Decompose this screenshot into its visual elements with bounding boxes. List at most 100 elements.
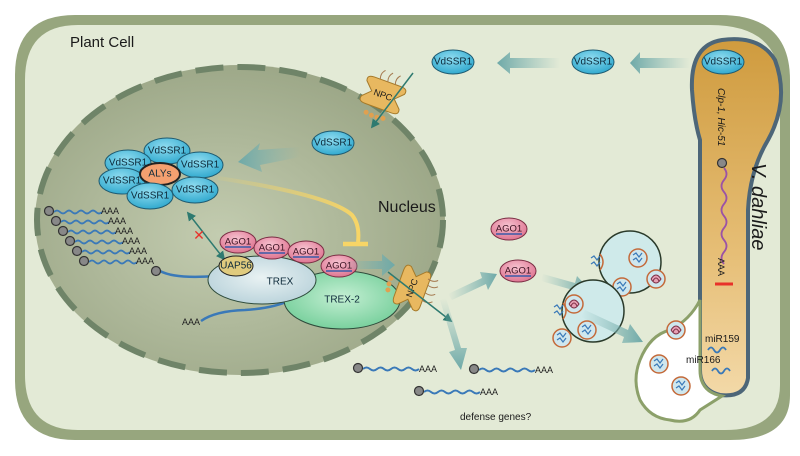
- exosome: [649, 354, 669, 374]
- mrna-cap: [78, 255, 90, 267]
- blocked-interaction-arrow: [186, 211, 226, 261]
- fungal-hypha: [634, 37, 784, 423]
- svg-text:VdSSR1: VdSSR1: [574, 57, 613, 68]
- nuclear-envelope: [34, 64, 446, 376]
- fungal-mrna-polya: AAA: [716, 258, 726, 276]
- polya-label: AAA: [115, 226, 133, 236]
- nuclear-mrna: AAA: [64, 235, 140, 247]
- mrna-cap: [64, 235, 76, 247]
- aly-protein: ALYs: [139, 162, 181, 186]
- svg-text:VdSSR1: VdSSR1: [704, 57, 743, 68]
- fungal-inhibition: [715, 282, 733, 326]
- mrna-cap: [413, 385, 425, 397]
- multivesicular-body: [590, 230, 666, 297]
- svg-text:VdSSR1: VdSSR1: [181, 160, 220, 171]
- ago1-cytoplasmic: AGO1: [499, 259, 537, 283]
- svg-text:AGO1: AGO1: [293, 247, 319, 258]
- mrna-cap: [50, 215, 62, 227]
- aly-inhibits-export: [217, 176, 368, 247]
- svg-text:VdSSR1: VdSSR1: [131, 191, 170, 202]
- defense-genes-label: defense genes?: [460, 412, 532, 423]
- mrna-strand: [67, 229, 117, 235]
- mrna-cap: [71, 245, 83, 257]
- fungal-gene-label: Clp-1, Hic-51: [715, 88, 726, 146]
- pocket-exosomes: [649, 320, 691, 396]
- mrna-strand: [60, 219, 110, 225]
- mrna-cap: [352, 362, 364, 374]
- npc-export-arrow: [387, 271, 453, 323]
- ago1-protein: AGO1: [287, 240, 325, 264]
- nuclear-mrna: AAA: [57, 225, 133, 237]
- svg-text:VdSSR1: VdSSR1: [314, 138, 353, 149]
- svg-text:VdSSR1: VdSSR1: [109, 158, 148, 169]
- defense-mrna: AAA: [413, 385, 498, 397]
- svg-text:UAP56: UAP56: [220, 261, 252, 272]
- svg-text:VdSSR1: VdSSR1: [103, 176, 142, 187]
- hypha-outline: [689, 37, 784, 398]
- defense-mrna: AAA: [352, 362, 437, 374]
- arrow-effector-to-aly-complex: [238, 143, 300, 172]
- mrna-strand: [53, 209, 103, 215]
- effector-protein: VdSSR1: [431, 49, 475, 75]
- uap56-protein: UAP56: [218, 255, 254, 277]
- mrna-strand: [362, 366, 420, 372]
- svg-text:AGO1: AGO1: [259, 243, 285, 254]
- mrna-cap: [43, 205, 55, 217]
- mir166-strand: [711, 367, 731, 375]
- mir159-label: miR159: [705, 334, 740, 345]
- svg-text:VdSSR1: VdSSR1: [148, 146, 187, 157]
- exosome: [628, 248, 648, 268]
- nuclear-mrna: AAA: [50, 215, 126, 227]
- polya-label: AAA: [182, 317, 200, 327]
- fungal-mrna: AAA Clp-1, Hic-51: [715, 88, 728, 276]
- exosome: [671, 376, 691, 396]
- mir159-strand: [707, 346, 727, 354]
- exosome: [577, 320, 597, 340]
- ago1-cytoplasmic: AGO1: [490, 217, 528, 241]
- effector-protein: VdSSR1: [571, 49, 615, 75]
- mrna-strand: [74, 239, 124, 245]
- polya-label: AAA: [480, 387, 498, 397]
- effector-protein: VdSSR1: [176, 151, 224, 179]
- mrna-strand: [88, 259, 138, 265]
- polya-label: AAA: [129, 246, 147, 256]
- polya-label: AAA: [419, 364, 437, 374]
- mrna-strand: [81, 249, 131, 255]
- svg-text:ALYs: ALYs: [148, 169, 171, 180]
- arrow-to-defense-genes: [440, 298, 467, 370]
- plant-cell-label: Plant Cell: [70, 34, 134, 51]
- mir166-label: miR166: [686, 355, 721, 366]
- effector-export-path: VdSSR1 VdSSR1 VdSSR1: [431, 49, 745, 75]
- polya-label: AAA: [108, 216, 126, 226]
- arrow-fungus-to-cytoplasm: [630, 52, 690, 74]
- svg-text:TREX: TREX: [267, 277, 294, 288]
- mrna-strand: [423, 389, 481, 395]
- polya-label: AAA: [136, 256, 154, 266]
- fungus-label: V. dahliae: [747, 163, 769, 250]
- ago1-protein: AGO1: [219, 230, 257, 254]
- trex-machinery: AAA TREX-2 TREX UAP56: [150, 255, 401, 330]
- effector-protein-nuclear: VdSSR1: [311, 130, 355, 156]
- svg-text:AGO1: AGO1: [505, 266, 531, 277]
- npc-body: [359, 75, 407, 115]
- ago1-protein: AGO1: [320, 254, 358, 278]
- nuclear-mrna: AAA: [71, 245, 147, 257]
- polya-label: AAA: [122, 236, 140, 246]
- mrna-cap: [716, 157, 728, 169]
- svg-text:AGO1: AGO1: [326, 261, 352, 272]
- effector-protein: VdSSR1: [126, 182, 174, 210]
- mrna-cap: [150, 265, 162, 277]
- npc-body: [392, 264, 432, 312]
- npc-import-arrow: [370, 72, 414, 129]
- ago1-protein: AGO1: [253, 236, 291, 260]
- svg-text:AGO1: AGO1: [225, 237, 251, 248]
- arrow-npc-to-ago1: [448, 272, 497, 300]
- npc-top: NPC: [359, 69, 407, 121]
- svg-text:VdSSR1: VdSSR1: [434, 57, 473, 68]
- arrow-cytoplasm-to-npc: [497, 52, 560, 74]
- effector-protein: VdSSR1: [171, 176, 219, 204]
